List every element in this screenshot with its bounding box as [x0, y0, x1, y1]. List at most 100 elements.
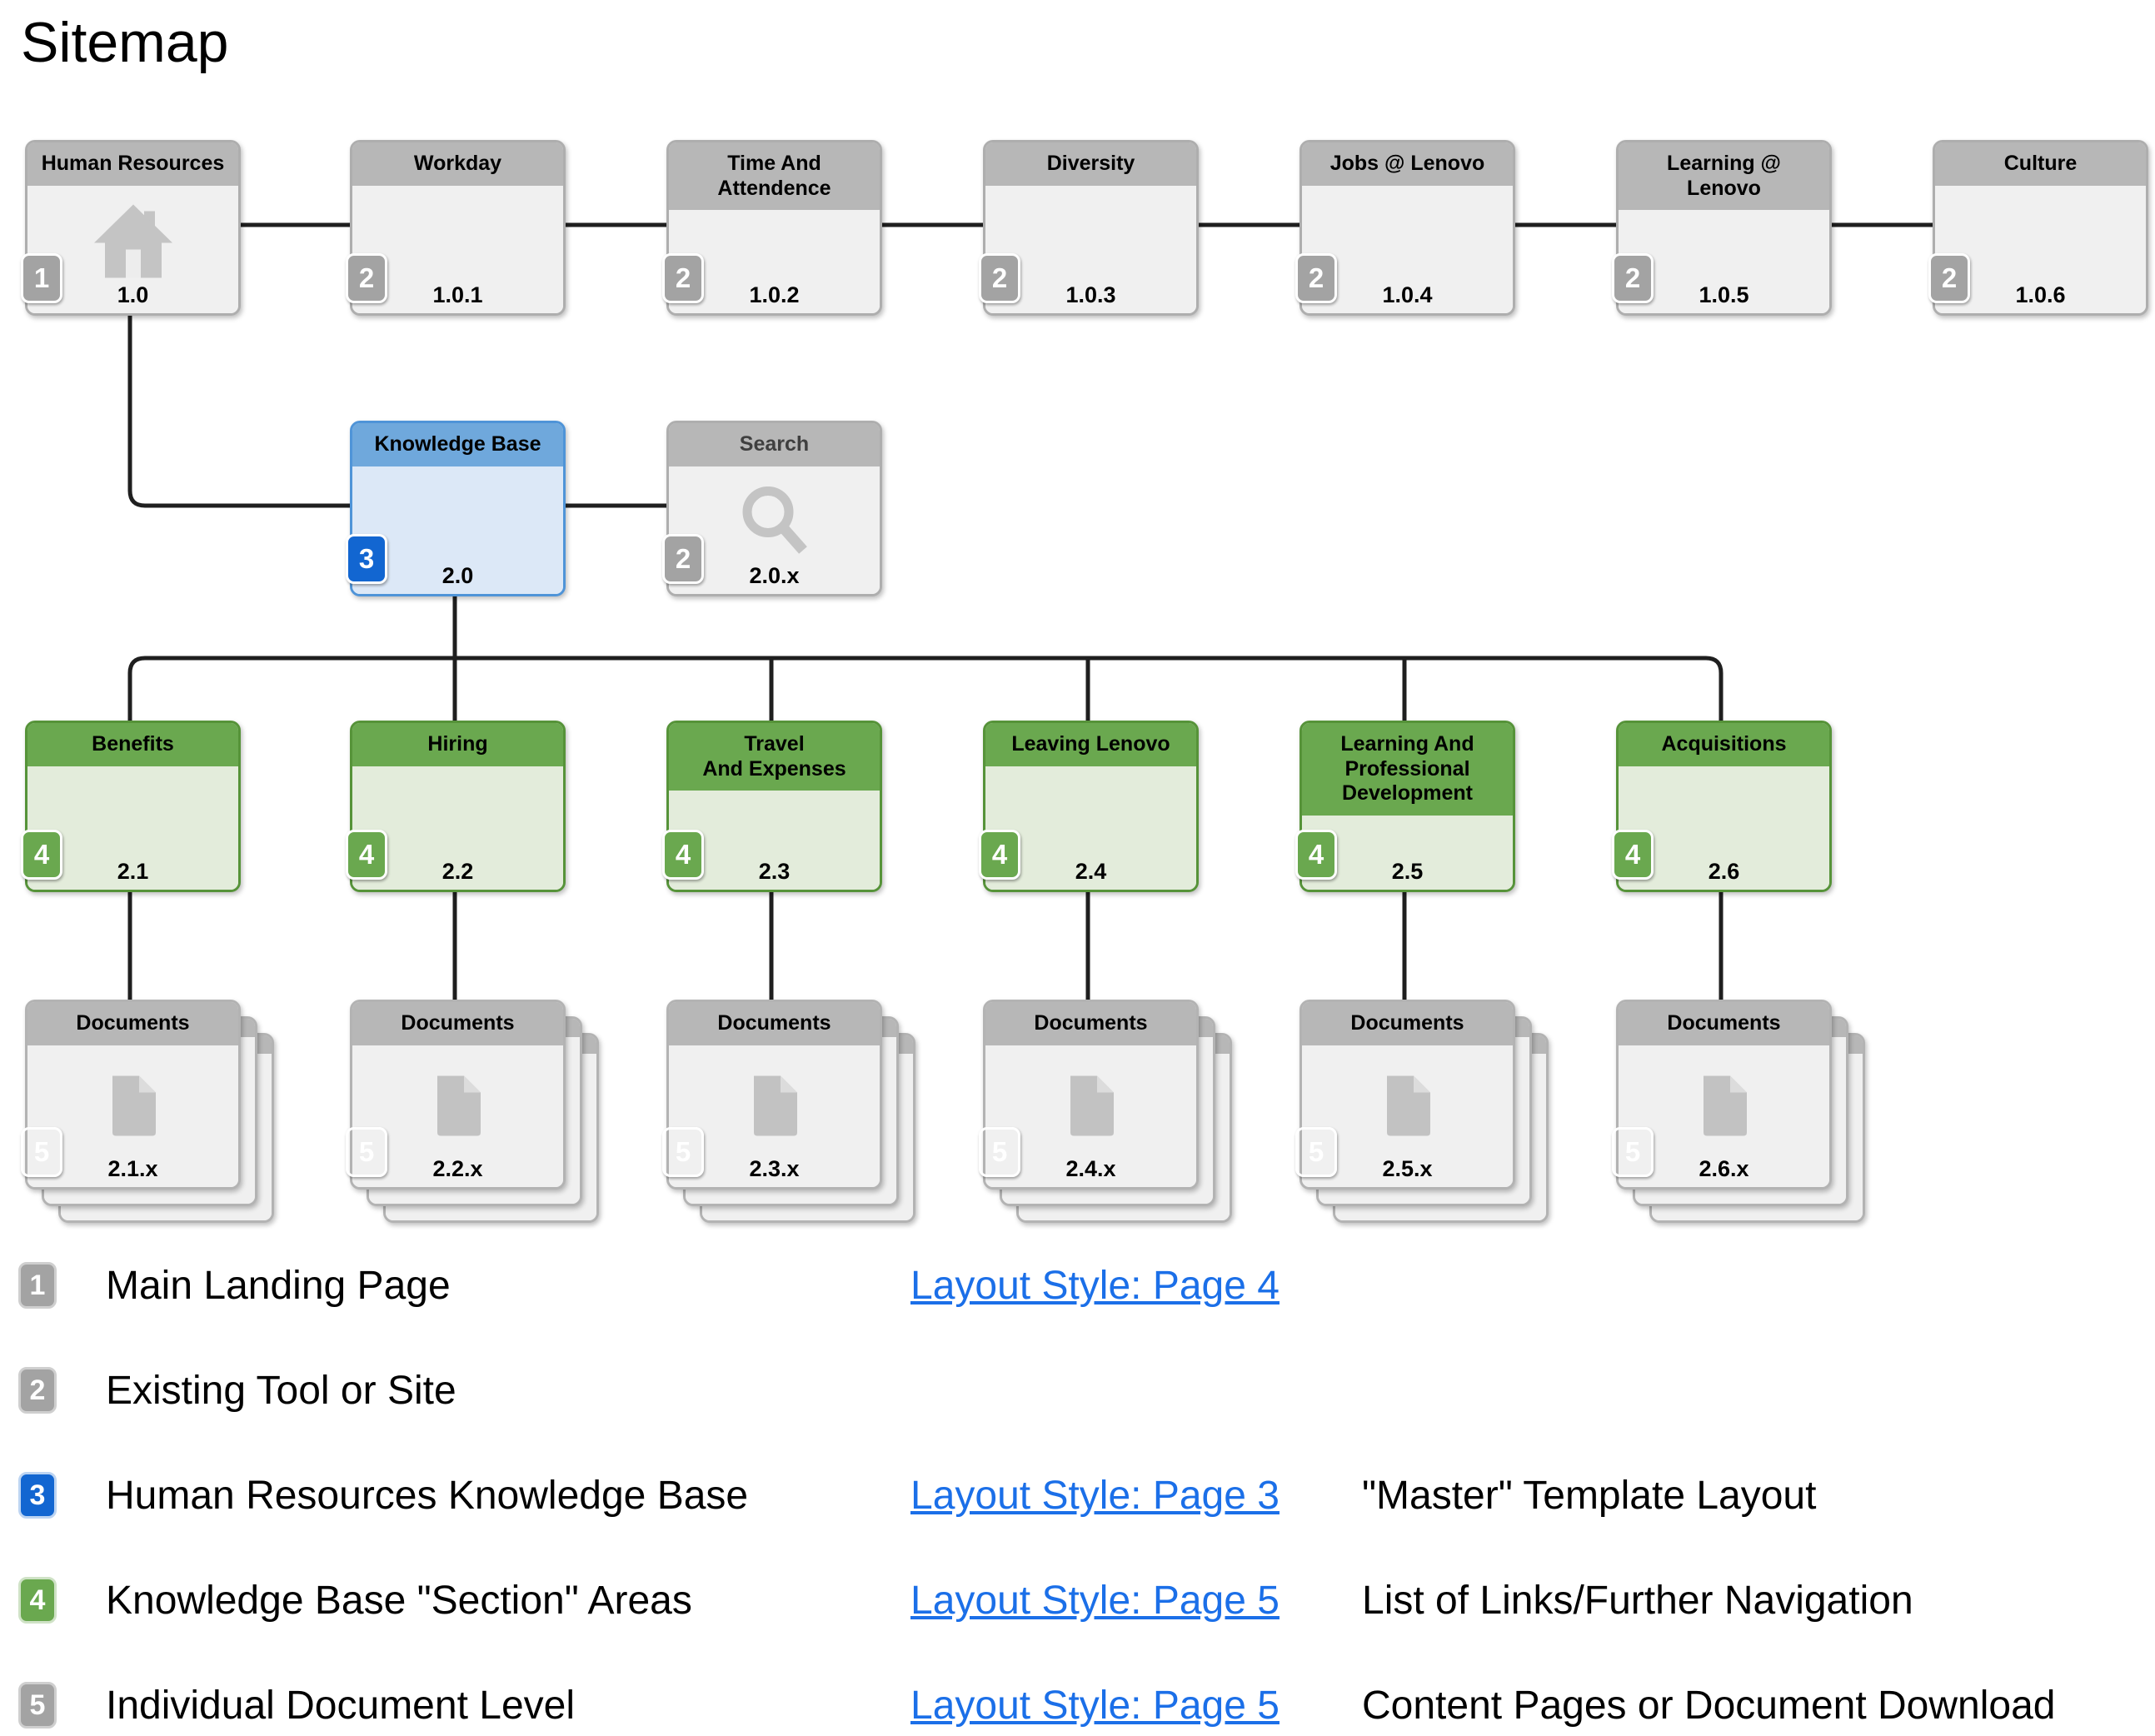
layout-style-link[interactable]: Layout Style: Page 5 [910, 1684, 1280, 1728]
level-badge: 2 [662, 253, 704, 303]
node-title: Diversity [985, 142, 1196, 186]
legend-badge-5: 5 [18, 1682, 57, 1729]
level-badge: 5 [1295, 1127, 1337, 1177]
doc-stack-2-4: Documents 5 2.4.x [979, 1000, 1232, 1223]
node-title: Human Resources [27, 142, 238, 186]
node-travel-and-expenses: Travel And Expenses 4 2.3 [662, 721, 882, 892]
level-badge: 2 [1295, 253, 1337, 303]
level-badge: 5 [1612, 1127, 1654, 1177]
node-code: 2.3.x [749, 1156, 800, 1181]
level-badge: 4 [346, 830, 387, 880]
legend-badge-2: 2 [18, 1367, 57, 1414]
doc-stack-2-5: Documents 5 2.5.x [1295, 1000, 1549, 1223]
node-code: 2.4.x [1065, 1156, 1116, 1181]
node-code: 1.0.4 [1382, 282, 1433, 307]
legend-label: Main Landing Page [106, 1264, 451, 1308]
level-badge: 2 [1612, 253, 1654, 303]
level-badge: 1 [21, 253, 62, 303]
level-badge: 5 [21, 1127, 62, 1177]
node-workday: Workday 2 1.0.1 [346, 140, 566, 316]
node-benefits: Benefits 4 2.1 [21, 721, 241, 892]
legend-note: List of Links/Further Navigation [1362, 1579, 1913, 1623]
level-badge: 4 [662, 830, 704, 880]
node-learning-and-professional-development: Learning And Professional Development 4 … [1295, 721, 1515, 892]
node-knowledge-base: Knowledge Base 3 2.0 [346, 421, 566, 596]
node-learning-at-lenovo: Learning @ Lenovo 2 1.0.5 [1612, 140, 1832, 316]
node-leaving-lenovo: Leaving Lenovo 4 2.4 [979, 721, 1199, 892]
node-title: Documents [27, 1002, 238, 1045]
legend-row-3: 3 Human Resources Knowledge Base Layout … [18, 1472, 2151, 1520]
layout-style-link[interactable]: Layout Style: Page 3 [910, 1474, 1280, 1518]
node-code: 2.0 [441, 563, 474, 588]
node-title: Documents [1619, 1002, 1829, 1045]
legend-label: Individual Document Level [106, 1684, 575, 1728]
node-title: Knowledge Base [352, 423, 563, 466]
node-title: Documents [669, 1002, 880, 1045]
node-human-resources: Human Resources 1 1.0 [21, 140, 241, 316]
doc-stack-2-1: Documents 5 2.1.x [21, 1000, 274, 1223]
node-title: Documents [985, 1002, 1196, 1045]
node-code: 1.0 [117, 282, 149, 307]
node-code: 2.3 [758, 859, 791, 884]
node-title: Learning And Professional Development [1302, 723, 1513, 816]
node-title: Learning @ Lenovo [1619, 142, 1829, 210]
node-code: 1.0.1 [432, 282, 483, 307]
home-icon [92, 200, 175, 284]
legend-row-5: 5 Individual Document Level Layout Style… [18, 1682, 2151, 1730]
node-jobs-at-lenovo: Jobs @ Lenovo 2 1.0.4 [1295, 140, 1515, 316]
node-hiring: Hiring 4 2.2 [346, 721, 566, 892]
node-code: 2.4 [1075, 859, 1107, 884]
doc-stack-2-6: Documents 5 2.6.x [1612, 1000, 1865, 1223]
node-time-and-attendence: Time And Attendence 2 1.0.2 [662, 140, 882, 316]
document-icon [432, 1072, 484, 1143]
level-badge: 2 [979, 253, 1020, 303]
node-code: 1.0.2 [749, 282, 800, 307]
level-badge: 4 [1295, 830, 1337, 880]
node-code: 1.0.5 [1699, 282, 1749, 307]
layout-style-link[interactable]: Layout Style: Page 5 [910, 1579, 1280, 1623]
legend-row-4: 4 Knowledge Base "Section" Areas Layout … [18, 1577, 2151, 1625]
doc-stack-2-2: Documents 5 2.2.x [346, 1000, 599, 1223]
node-title: Workday [352, 142, 563, 186]
node-title: Acquisitions [1619, 723, 1829, 766]
node-code: 2.1 [117, 859, 149, 884]
legend-badge-3: 3 [18, 1472, 57, 1519]
node-search: Search 2 2.0.x [662, 421, 882, 596]
node-title: Leaving Lenovo [985, 723, 1196, 766]
node-culture: Culture 2 1.0.6 [1928, 140, 2148, 316]
node-title: Hiring [352, 723, 563, 766]
node-code: 2.0.x [749, 563, 800, 588]
document-icon [107, 1072, 159, 1143]
legend-row-1: 1 Main Landing Page Layout Style: Page 4 [18, 1262, 2151, 1310]
level-badge: 3 [346, 534, 387, 584]
document-icon [749, 1072, 801, 1143]
node-acquisitions: Acquisitions 4 2.6 [1612, 721, 1832, 892]
node-code: 2.5 [1391, 859, 1424, 884]
level-badge: 5 [346, 1127, 387, 1177]
node-title: Benefits [27, 723, 238, 766]
node-title: Search [669, 423, 880, 466]
level-badge: 4 [21, 830, 62, 880]
node-title: Jobs @ Lenovo [1302, 142, 1513, 186]
layout-style-link[interactable]: Layout Style: Page 4 [910, 1264, 1280, 1308]
node-code: 2.6.x [1699, 1156, 1749, 1181]
node-title: Documents [1302, 1002, 1513, 1045]
legend-label: Human Resources Knowledge Base [106, 1474, 749, 1518]
node-code: 2.2.x [432, 1156, 483, 1181]
legend-badge-1: 1 [18, 1262, 57, 1309]
level-badge: 2 [662, 534, 704, 584]
level-badge: 5 [979, 1127, 1020, 1177]
node-code: 2.6 [1708, 859, 1740, 884]
document-icon [1065, 1072, 1117, 1143]
level-badge: 4 [979, 830, 1020, 880]
doc-stack-2-3: Documents 5 2.3.x [662, 1000, 915, 1223]
node-title: Travel And Expenses [669, 723, 880, 791]
search-icon [736, 482, 813, 563]
legend-label: Knowledge Base "Section" Areas [106, 1579, 692, 1623]
node-code: 1.0.6 [2015, 282, 2066, 307]
node-code: 2.2 [441, 859, 474, 884]
legend-badge-4: 4 [18, 1577, 57, 1624]
level-badge: 2 [346, 253, 387, 303]
